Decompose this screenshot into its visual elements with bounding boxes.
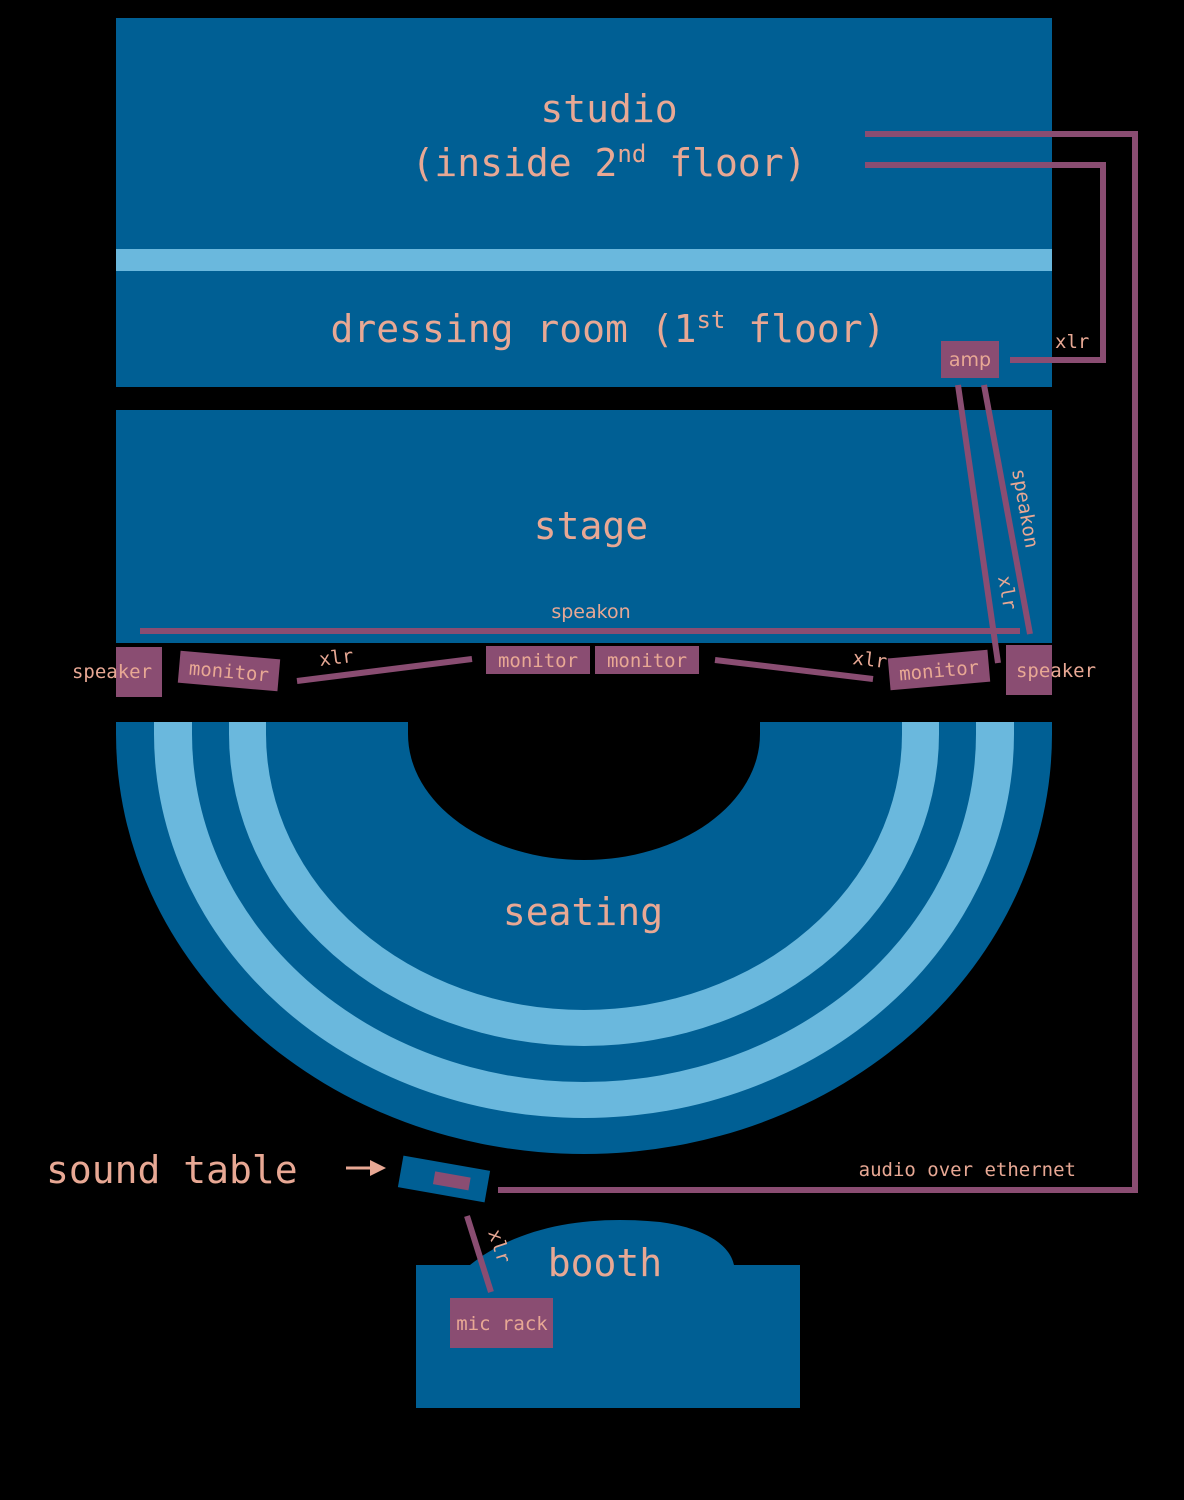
- ethernet-cable: [498, 131, 1138, 1193]
- studio-amp-xlr-cable: [865, 162, 1106, 363]
- monitor-left-xlr-cable: [296, 656, 473, 684]
- speaker-left-label: speaker: [72, 661, 152, 683]
- monitor-right-xlr-label: xlr: [851, 647, 888, 673]
- monitor-2-label: monitor: [498, 650, 578, 672]
- monitor-3-box: [595, 646, 699, 674]
- monitor-2-box: [486, 646, 590, 674]
- studio-amp-xlr-label: xlr: [1055, 331, 1089, 353]
- booth-label: booth: [548, 1241, 662, 1285]
- stage-room: [116, 410, 1052, 643]
- booth-xlr-cable: [464, 1215, 494, 1293]
- speaker-right-label: speaker: [1016, 660, 1096, 682]
- stage-label: stage: [534, 504, 648, 548]
- monitor-1-box: [177, 650, 281, 692]
- sound-table: [397, 1155, 491, 1203]
- amp-speaker-speakon-cable: [981, 384, 1033, 635]
- amp-label: amp: [949, 349, 991, 371]
- speaker-left-box: [116, 647, 162, 697]
- amp-box: [941, 341, 999, 378]
- seating-label: seating: [503, 890, 663, 934]
- floor-divider: [116, 249, 1052, 271]
- monitor-left-xlr-label: xlr: [318, 645, 355, 671]
- dressing-room-label: dressing room (1st floor): [330, 306, 885, 351]
- studio-room: [116, 18, 1052, 387]
- stage-speakon-label: speakon: [551, 601, 630, 623]
- ethernet-label: audio over ethernet: [859, 1159, 1076, 1181]
- booth-room: [416, 1219, 800, 1408]
- mic-rack-label: mic rack: [456, 1313, 548, 1335]
- studio-label: studio: [540, 87, 677, 131]
- seating-center-hole: [408, 722, 760, 860]
- mic-rack-box: [450, 1298, 553, 1348]
- speaker-right-box: [1006, 645, 1052, 695]
- sound-table-label: sound table: [46, 1148, 298, 1192]
- sound-table-arrow-icon: [370, 1160, 386, 1176]
- monitor-3-label: monitor: [607, 650, 687, 672]
- monitor-4-box: [887, 649, 991, 691]
- monitor-4: monitor: [887, 649, 991, 691]
- studio-floor-label: (inside 2nd floor): [412, 140, 807, 185]
- seating-ring-inner: [266, 722, 902, 1010]
- sound-table-mixer: [432, 1171, 471, 1191]
- amp-speaker-xlr-cable: [955, 384, 1001, 664]
- monitor-right-xlr-cable: [714, 657, 874, 682]
- monitor-1: monitor: [177, 650, 281, 692]
